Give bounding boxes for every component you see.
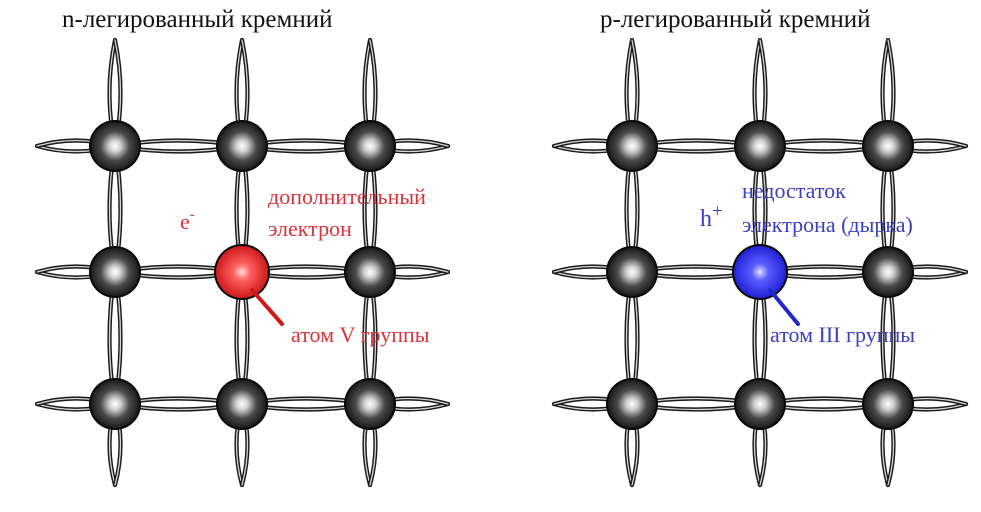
silicon-atom [91, 248, 139, 296]
electron-symbol: e [180, 209, 190, 234]
hole-charge: + [712, 201, 723, 222]
silicon-atom [864, 122, 912, 170]
p-note-line1: недостаток [742, 178, 846, 203]
silicon-atom [608, 122, 656, 170]
silicon-atom [346, 248, 394, 296]
silicon-atom [736, 380, 784, 428]
silicon-atom [91, 122, 139, 170]
silicon-atom [736, 122, 784, 170]
acceptor-dopant-atom [734, 246, 786, 298]
p-atom-label: атом III группы [770, 322, 916, 347]
silicon-atom [608, 380, 656, 428]
n-note-line1: дополнительный [268, 184, 426, 209]
atoms [89, 120, 914, 430]
p-carrier-label: h+ [700, 199, 723, 232]
n-carrier-label: e- [180, 202, 195, 235]
silicon-atom [608, 248, 656, 296]
atom-label-pointer [768, 288, 800, 326]
silicon-atom [864, 248, 912, 296]
silicon-atom [346, 122, 394, 170]
hole-symbol: h [700, 206, 712, 232]
silicon-atom [864, 380, 912, 428]
p-note-line2: электрона (дырка) [742, 212, 913, 237]
silicon-atom [91, 380, 139, 428]
n-note-line2: электрон [268, 216, 352, 241]
atom-label-pointer [250, 288, 284, 326]
dopant-pointers [250, 288, 800, 326]
silicon-atom [218, 380, 266, 428]
p-panel-title: p-легированный кремний [600, 6, 871, 33]
silicon-atom [218, 122, 266, 170]
silicon-atom [346, 380, 394, 428]
covalent-bonds [34, 37, 969, 488]
n-atom-label: атом V группы [291, 322, 430, 347]
n-panel-title: n-легированный кремний [62, 6, 333, 33]
electron-charge: - [189, 207, 195, 223]
donor-dopant-atom [216, 246, 268, 298]
